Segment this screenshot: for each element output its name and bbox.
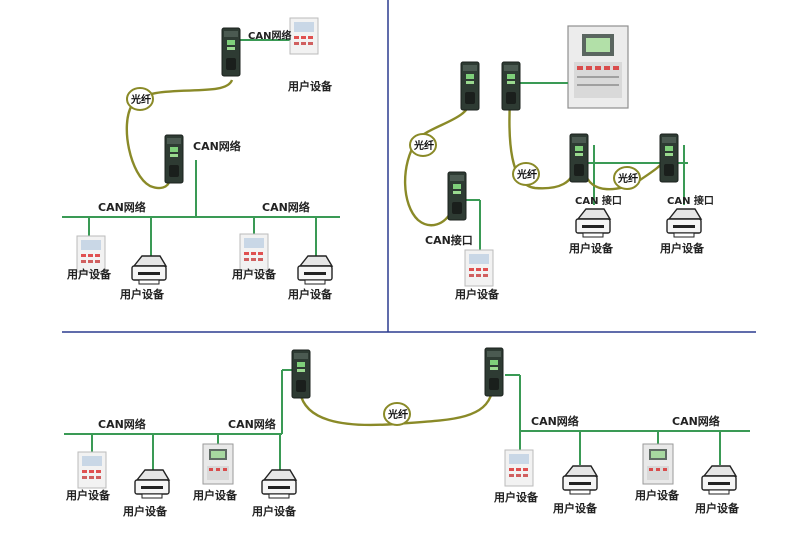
- can-interface-label: CAN 接口: [575, 194, 622, 207]
- printer-icon: [701, 465, 737, 495]
- media-converter: [501, 61, 521, 111]
- fiber-label: 光纤: [387, 408, 408, 421]
- control-panel-icon: [289, 17, 319, 55]
- control-panel-icon: [76, 235, 106, 273]
- printer-icon: [134, 469, 170, 499]
- can-interface-label: CAN接口: [425, 233, 473, 247]
- topology-3: 光纤 CAN网络 CAN网络 CAN网络 CAN网络 用户设备 用户设备 用户设…: [64, 347, 750, 518]
- media-converter: [447, 171, 467, 221]
- fiber-label: 光纤: [413, 139, 434, 152]
- user-device-label: 用户设备: [695, 501, 740, 515]
- fiber-label: 光纤: [516, 168, 537, 181]
- fiber-label: 光纤: [130, 93, 151, 106]
- media-converter: [659, 133, 679, 183]
- media-converter: [460, 61, 480, 111]
- media-converter: [164, 134, 184, 184]
- can-network-label: CAN网络: [262, 200, 310, 214]
- can-network-label: CAN网络: [672, 414, 720, 428]
- can-network-label: CAN网络: [98, 417, 146, 431]
- fiber-label: 光纤: [617, 172, 638, 185]
- media-converter: [484, 347, 504, 397]
- can-network-label: CAN网络: [248, 29, 291, 42]
- user-device-label: 用户设备: [288, 287, 333, 301]
- control-panel-icon: [504, 449, 534, 487]
- user-device-label: 用户设备: [193, 488, 238, 502]
- printer-icon: [261, 469, 297, 499]
- control-panel-icon: [642, 443, 674, 485]
- user-device-label: 用户设备: [120, 287, 165, 301]
- user-device-label: 用户设备: [123, 504, 168, 518]
- user-device-label: 用户设备: [455, 287, 500, 301]
- user-device-label: 用户设备: [66, 488, 111, 502]
- printer-icon: [562, 465, 598, 495]
- user-device-label: 用户设备: [288, 79, 333, 93]
- can-interface-label: CAN 接口: [667, 194, 714, 207]
- topology-1: 光纤 CAN网络 用户设备 CAN网络 CAN网络 CAN网络 用户设备 用户设…: [62, 17, 340, 301]
- user-device-label: 用户设备: [553, 501, 598, 515]
- printer-icon: [297, 255, 333, 285]
- can-network-label: CAN网络: [531, 414, 579, 428]
- user-device-label: 用户设备: [252, 504, 297, 518]
- control-panel-icon: [239, 233, 269, 271]
- user-device-label: 用户设备: [569, 241, 614, 255]
- fire-alarm-controller-icon: [567, 25, 629, 109]
- media-converter: [221, 27, 241, 77]
- topology-2: 光纤 光纤 光纤 CAN 接口 CAN 接口 用户设备 用户设备 CAN接口 用…: [403, 25, 714, 301]
- media-converter: [569, 133, 589, 183]
- user-device-label: 用户设备: [232, 267, 277, 281]
- control-panel-icon: [464, 249, 494, 287]
- printer-icon: [666, 208, 702, 238]
- user-device-label: 用户设备: [67, 267, 112, 281]
- printer-icon: [575, 208, 611, 238]
- user-device-label: 用户设备: [494, 490, 539, 504]
- fiber-link: [403, 99, 472, 227]
- can-network-label: CAN网络: [193, 139, 241, 153]
- user-device-label: 用户设备: [660, 241, 705, 255]
- user-device-label: 用户设备: [635, 488, 680, 502]
- can-network-label: CAN网络: [98, 200, 146, 214]
- media-converter: [291, 349, 311, 399]
- control-panel-icon: [77, 451, 107, 489]
- printer-icon: [131, 255, 167, 285]
- control-panel-icon: [202, 443, 234, 485]
- can-network-label: CAN网络: [228, 417, 276, 431]
- fiber-link: [125, 79, 234, 190]
- fiber-link: [508, 99, 576, 190]
